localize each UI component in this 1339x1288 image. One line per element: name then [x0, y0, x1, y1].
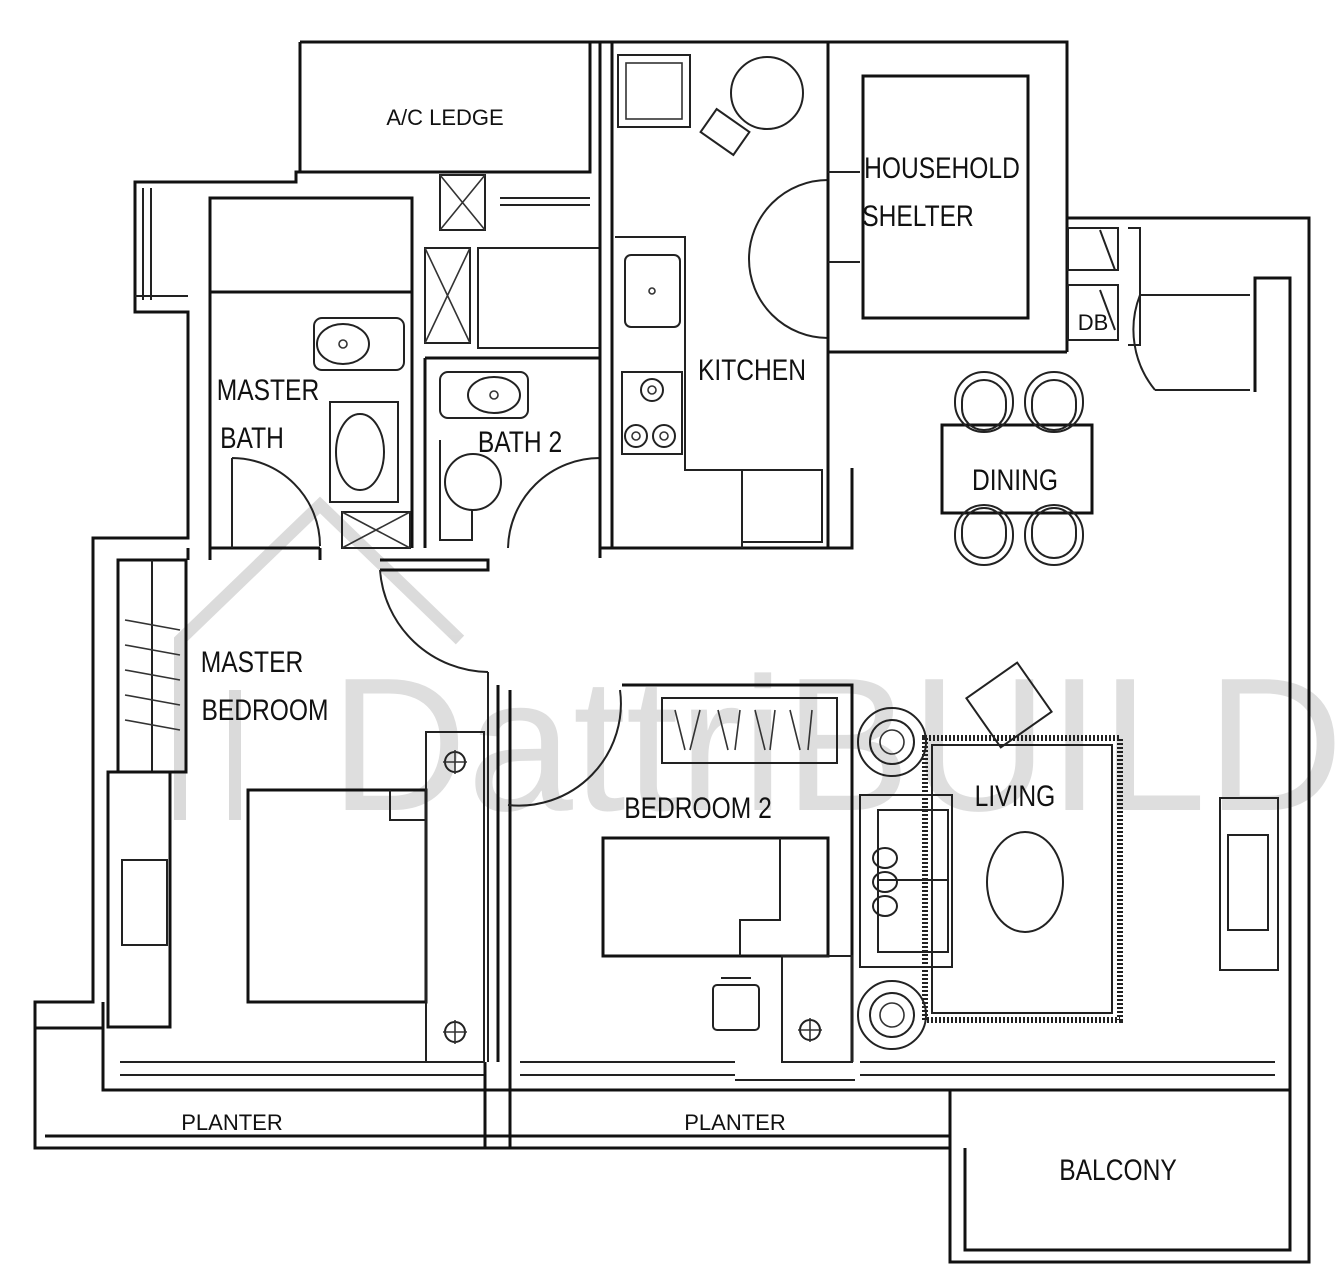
balcony-label: BALCONY [1059, 1153, 1177, 1187]
bath-2: BATH 2 [380, 356, 602, 572]
master-bedroom: MASTER BEDROOM [106, 548, 489, 1063]
planter-left-label: PLANTER [181, 1110, 282, 1135]
bedroom-2: BEDROOM 2 [496, 683, 854, 1063]
dining: DINING [940, 371, 1094, 566]
bath-2-label: BATH 2 [478, 425, 562, 459]
ac-ledge-label: A/C LEDGE [386, 105, 503, 130]
dining-label: DINING [972, 463, 1058, 497]
kitchen: KITCHEN [598, 42, 854, 550]
planter-right-label: PLANTER [684, 1110, 785, 1135]
living: LIVING [857, 661, 1279, 1050]
ac-ledge: A/C LEDGE [300, 42, 592, 174]
master-bath-label-2: BATH [220, 421, 284, 455]
household-shelter: HOUSEHOLD SHELTER [826, 42, 1067, 354]
master-bath: MASTER BATH [208, 196, 414, 560]
planters-balcony: PLANTER PLANTER BALCONY [181, 1110, 1177, 1187]
living-label: LIVING [975, 779, 1056, 813]
kitchen-label: KITCHEN [698, 353, 806, 387]
household-shelter-label-1: HOUSEHOLD [864, 151, 1020, 185]
bedroom-2-label: BEDROOM 2 [624, 791, 772, 825]
db-entry: DB [1067, 227, 1250, 391]
outer-walls [33, 40, 1311, 1264]
service-shafts [424, 174, 601, 349]
db-label: DB [1078, 310, 1109, 335]
household-shelter-label-2: SHELTER [862, 199, 974, 233]
master-bedroom-label-1: MASTER [201, 645, 303, 679]
master-bath-label-1: MASTER [217, 373, 319, 407]
master-bedroom-label-2: BEDROOM [201, 693, 328, 727]
